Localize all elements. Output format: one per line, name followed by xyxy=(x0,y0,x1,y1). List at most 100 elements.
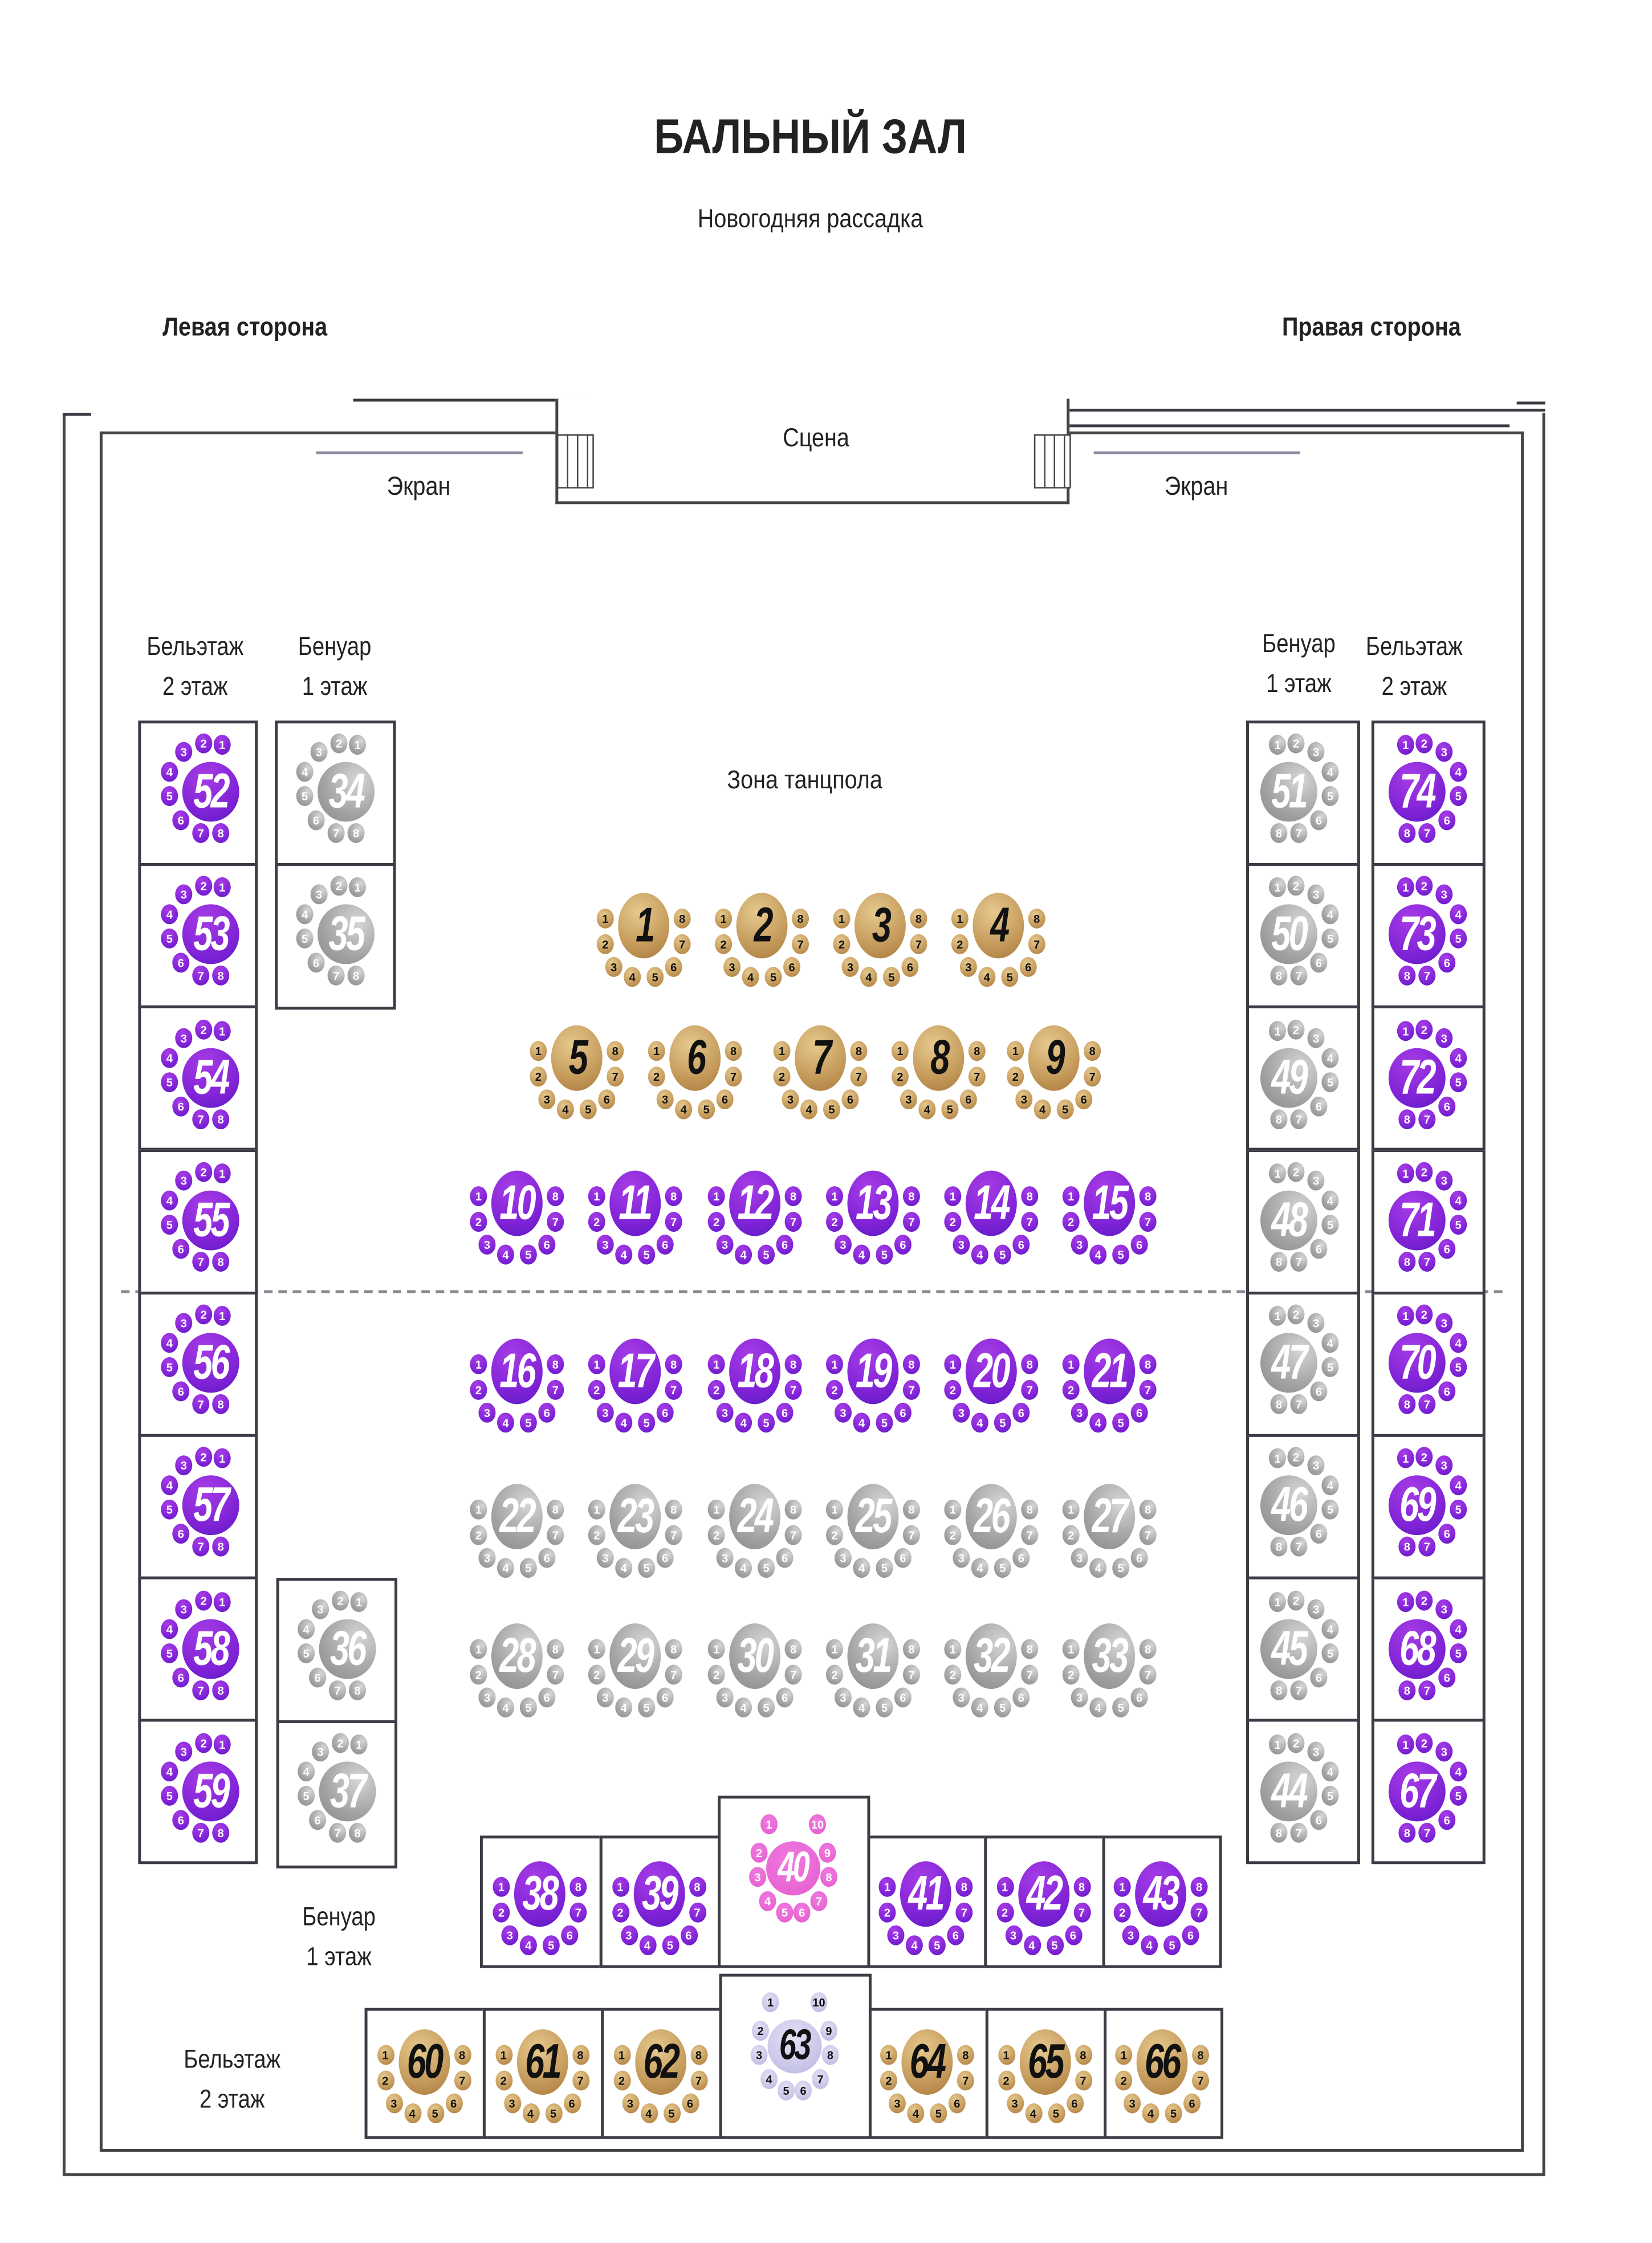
seat[interactable]: 7 xyxy=(192,823,210,843)
table-circle[interactable]: 5 xyxy=(551,1025,603,1091)
seat[interactable]: 2 xyxy=(195,1447,213,1467)
table-circle[interactable]: 55 xyxy=(182,1190,239,1251)
seat[interactable]: 5 xyxy=(1112,1412,1130,1433)
seat[interactable]: 8 xyxy=(1028,908,1045,929)
seat[interactable]: 4 xyxy=(161,1619,178,1639)
seat[interactable]: 2 xyxy=(944,1664,962,1685)
table-circle[interactable]: 28 xyxy=(491,1623,543,1689)
seat[interactable]: 7 xyxy=(1418,1680,1436,1700)
seat[interactable]: 1 xyxy=(470,1354,487,1374)
seat[interactable]: 8 xyxy=(212,823,230,843)
seat[interactable]: 6 xyxy=(1438,1381,1456,1402)
seat[interactable]: 4 xyxy=(971,1697,988,1717)
seat[interactable]: 3 xyxy=(749,1867,767,1887)
seat[interactable]: 5 xyxy=(1321,928,1339,949)
seat[interactable]: 6 xyxy=(894,1687,912,1708)
seat[interactable]: 3 xyxy=(310,884,328,905)
table-circle[interactable]: 17 xyxy=(609,1338,661,1405)
seat[interactable]: 1 xyxy=(1115,2045,1133,2065)
seat[interactable]: 2 xyxy=(588,1664,605,1685)
seat[interactable]: 6 xyxy=(776,1548,794,1568)
seat[interactable]: 4 xyxy=(1141,1935,1158,1956)
seat[interactable]: 5 xyxy=(941,1099,959,1120)
seat[interactable]: 6 xyxy=(172,1667,190,1688)
seat[interactable]: 7 xyxy=(569,1902,587,1923)
seat[interactable]: 1 xyxy=(707,1354,725,1374)
seat[interactable]: 8 xyxy=(212,965,230,986)
seat[interactable]: 5 xyxy=(876,1412,893,1433)
seat[interactable]: 7 xyxy=(327,823,345,843)
seat[interactable]: 7 xyxy=(784,1525,802,1545)
seat[interactable]: 4 xyxy=(918,1099,936,1120)
seat[interactable]: 2 xyxy=(1062,1212,1080,1232)
seat[interactable]: 1 xyxy=(213,1734,231,1754)
seat[interactable]: 4 xyxy=(161,1333,178,1353)
seat[interactable]: 4 xyxy=(522,2103,539,2123)
table-circle[interactable]: 33 xyxy=(1084,1623,1136,1689)
seat[interactable]: 3 xyxy=(478,1402,496,1423)
seat[interactable]: 2 xyxy=(878,1902,896,1923)
seat[interactable]: 7 xyxy=(665,1525,682,1545)
table-circle[interactable]: 45 xyxy=(1260,1619,1317,1679)
seat[interactable]: 2 xyxy=(1415,1019,1433,1040)
table-circle[interactable]: 66 xyxy=(1136,2029,1188,2095)
table-circle[interactable]: 52 xyxy=(182,762,239,822)
seat[interactable]: 3 xyxy=(953,1548,970,1568)
table-circle[interactable]: 27 xyxy=(1084,1484,1136,1550)
seat[interactable]: 3 xyxy=(841,956,859,977)
seat[interactable]: 7 xyxy=(1139,1525,1157,1545)
table-circle[interactable]: 29 xyxy=(609,1623,661,1689)
seat[interactable]: 8 xyxy=(784,1639,802,1659)
seat[interactable]: 6 xyxy=(563,2093,581,2114)
seat[interactable]: 2 xyxy=(1415,1733,1433,1753)
seat[interactable]: 7 xyxy=(957,2070,974,2091)
table-circle[interactable]: 41 xyxy=(900,1861,951,1927)
seat[interactable]: 6 xyxy=(1310,1239,1328,1259)
seat[interactable]: 4 xyxy=(1089,1697,1107,1717)
seat[interactable]: 2 xyxy=(1415,1304,1433,1325)
table-circle[interactable]: 12 xyxy=(729,1170,781,1236)
seat[interactable]: 3 xyxy=(953,1687,970,1708)
seat[interactable]: 7 xyxy=(1418,1252,1436,1272)
seat[interactable]: 4 xyxy=(624,967,641,987)
seat[interactable]: 7 xyxy=(910,934,927,954)
seat[interactable]: 2 xyxy=(495,2070,512,2091)
seat[interactable]: 10 xyxy=(809,1814,827,1834)
seat[interactable]: 7 xyxy=(690,2070,707,2091)
seat[interactable]: 8 xyxy=(1021,1499,1039,1520)
seat[interactable]: 2 xyxy=(195,1162,213,1182)
seat[interactable]: 2 xyxy=(1287,876,1305,896)
seat[interactable]: 2 xyxy=(195,876,213,896)
seat[interactable]: 2 xyxy=(707,1212,725,1232)
seat[interactable]: 5 xyxy=(876,1697,893,1717)
seat[interactable]: 6 xyxy=(309,1810,327,1830)
seat[interactable]: 7 xyxy=(1028,934,1045,954)
seat[interactable]: 7 xyxy=(329,1680,347,1700)
seat[interactable]: 8 xyxy=(547,1639,564,1659)
seat[interactable]: 2 xyxy=(944,1212,962,1232)
seat[interactable]: 7 xyxy=(665,1212,682,1232)
seat[interactable]: 6 xyxy=(656,1402,674,1423)
seat[interactable]: 6 xyxy=(1438,1524,1456,1544)
table-circle[interactable]: 69 xyxy=(1388,1475,1446,1536)
seat[interactable]: 4 xyxy=(161,1190,178,1211)
seat[interactable]: 7 xyxy=(1139,1664,1157,1685)
table-circle[interactable]: 22 xyxy=(491,1484,543,1550)
seat[interactable]: 3 xyxy=(175,742,193,762)
seat[interactable]: 8 xyxy=(1398,1394,1416,1414)
seat[interactable]: 5 xyxy=(519,1244,537,1265)
seat[interactable]: 4 xyxy=(615,1244,633,1265)
seat[interactable]: 3 xyxy=(1071,1402,1088,1423)
seat[interactable]: 8 xyxy=(784,1186,802,1207)
seat[interactable]: 8 xyxy=(1139,1499,1157,1520)
seat[interactable]: 1 xyxy=(1397,1734,1414,1754)
seat[interactable]: 7 xyxy=(1139,1379,1157,1400)
seat[interactable]: 1 xyxy=(495,2045,512,2065)
seat[interactable]: 3 xyxy=(1307,1741,1325,1762)
seat[interactable]: 1 xyxy=(944,1639,962,1659)
seat[interactable]: 6 xyxy=(1183,2093,1201,2114)
seat[interactable]: 5 xyxy=(994,1244,1011,1265)
seat[interactable]: 8 xyxy=(1270,1109,1288,1130)
seat[interactable]: 6 xyxy=(894,1548,912,1568)
seat[interactable]: 3 xyxy=(900,1089,917,1110)
